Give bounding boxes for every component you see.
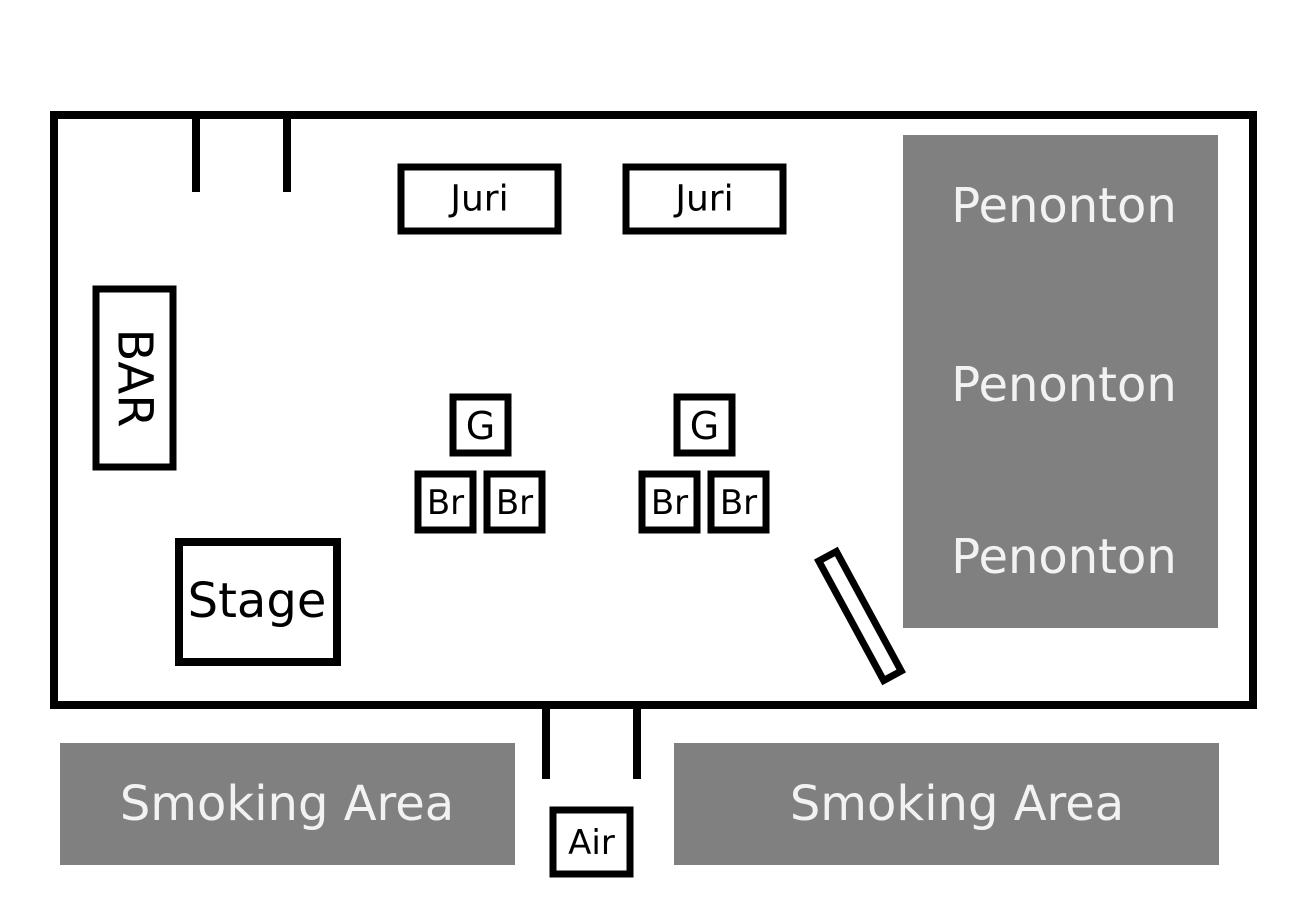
smoking-area-right <box>674 743 1219 865</box>
br-box-3 <box>638 470 701 534</box>
br-label-3: Br <box>651 483 688 523</box>
smoking-area-left <box>60 743 515 865</box>
g-box-1 <box>449 393 512 457</box>
main-hall-wall <box>50 111 1257 709</box>
bar-counter <box>92 285 177 471</box>
br-box-4 <box>707 470 770 534</box>
air-label: Air <box>568 823 615 863</box>
g-box-2 <box>673 393 736 457</box>
penonton-zone <box>903 135 1218 628</box>
juri-label-1: Juri <box>448 179 508 220</box>
g-label-2: G <box>690 404 719 448</box>
br-label-2: Br <box>496 483 533 523</box>
stage-label: Stage <box>188 573 327 629</box>
penonton-label-2: Penonton <box>951 357 1177 413</box>
juri-table-2 <box>622 163 787 235</box>
penonton-label-1: Penonton <box>951 178 1177 234</box>
penonton-label-3: Penonton <box>951 529 1177 585</box>
br-box-1 <box>414 470 477 534</box>
g-label-1: G <box>466 404 495 448</box>
stage-platform <box>175 538 341 666</box>
juri-label-2: Juri <box>673 179 733 220</box>
smoking-label-right: Smoking Area <box>790 776 1124 832</box>
air-box <box>549 806 634 878</box>
smoking-label-left: Smoking Area <box>120 776 454 832</box>
juri-table-1 <box>397 163 562 235</box>
br-box-2 <box>483 470 546 534</box>
bar-label: BAR <box>107 328 163 427</box>
br-label-1: Br <box>427 483 464 523</box>
diagonal-panel <box>814 546 906 686</box>
br-label-4: Br <box>720 483 757 523</box>
